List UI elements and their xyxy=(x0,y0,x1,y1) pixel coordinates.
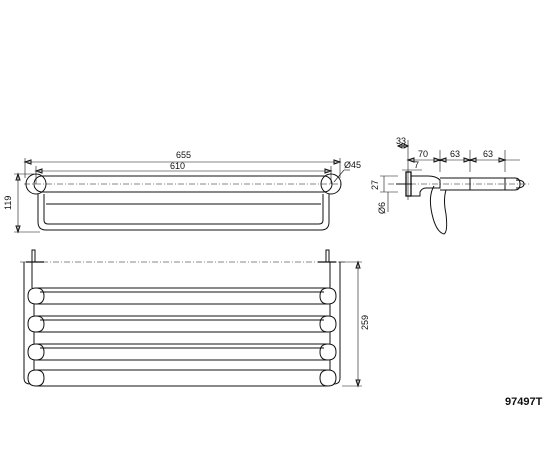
dim-basket-height: 259 xyxy=(360,315,370,330)
dim-overall-width: 655 xyxy=(176,150,191,160)
dim-side-63-a: 63 xyxy=(450,149,460,159)
product-code: 97497T xyxy=(505,396,543,408)
dim-side-33: 33 xyxy=(396,136,406,146)
dim-center-distance: 610 xyxy=(170,161,185,171)
dim-flange-diameter: Ø45 xyxy=(344,160,361,170)
top-view: 259 xyxy=(20,249,370,388)
dim-side-27: 27 xyxy=(370,180,380,190)
dim-side-63-b: 63 xyxy=(483,149,493,159)
side-view: 33 70 63 63 7 27 Ø6 xyxy=(370,136,530,235)
dim-side-70: 70 xyxy=(418,149,428,159)
dim-side-dia6: Ø6 xyxy=(377,202,387,214)
front-view: 655 610 Ø45 119 xyxy=(3,150,361,234)
dim-depth: 119 xyxy=(3,196,13,210)
dim-side-7: 7 xyxy=(414,160,419,170)
